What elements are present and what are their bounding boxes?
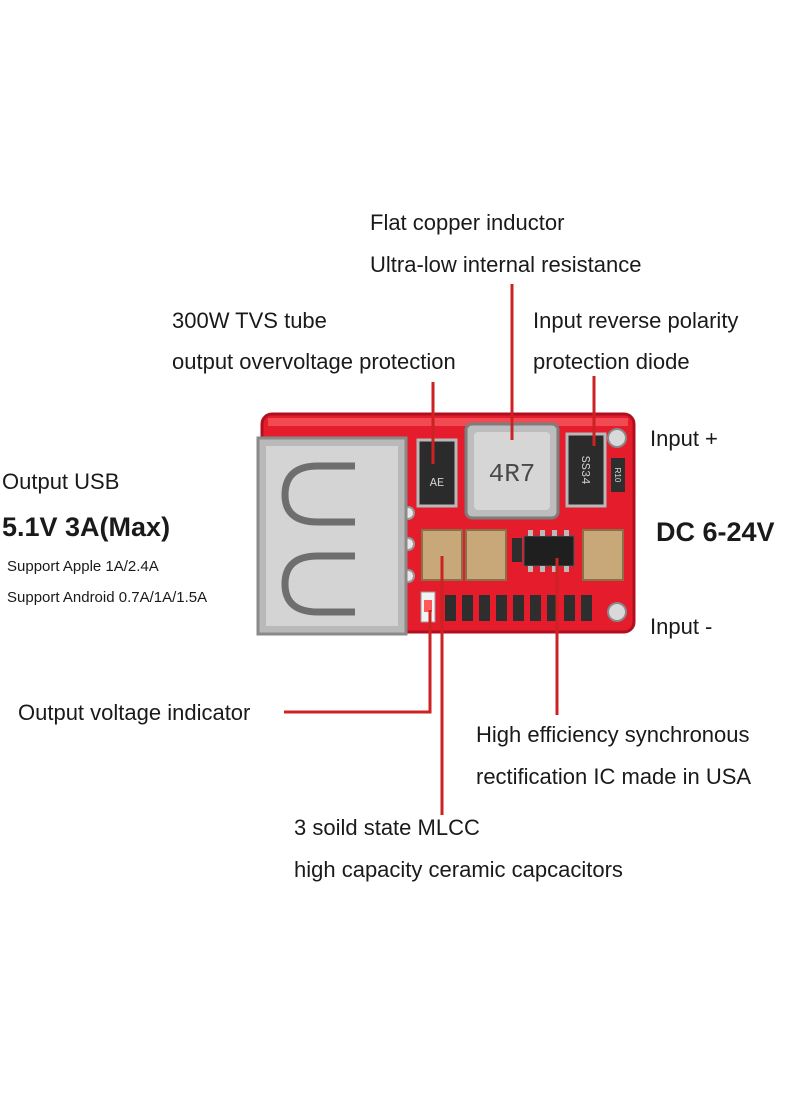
tvs-label-line1: 300W TVS tube <box>172 308 327 333</box>
mlcc-capacitor <box>582 529 624 581</box>
ic-pin <box>552 566 557 572</box>
tvs-label-line2: output overvoltage protection <box>172 349 456 374</box>
diode-label-line1: Input reverse polarity <box>533 308 739 333</box>
resistor-r10 <box>611 458 625 492</box>
smd-resistor <box>513 595 524 621</box>
smd-resistor <box>581 595 592 621</box>
mlcc-label-line1: 3 soild state MLCC <box>294 815 480 840</box>
protection-diode <box>565 432 607 508</box>
resistor-marking: R10 <box>613 468 622 483</box>
ic-pin <box>528 566 533 572</box>
ic-pin <box>540 566 545 572</box>
mlcc-capacitor <box>465 529 507 581</box>
mlcc-label-line2: high capacity ceramic capcacitors <box>294 857 623 882</box>
ic-pin <box>552 530 557 536</box>
smd-resistor <box>496 595 507 621</box>
output-rating-label: 5.1V 3A(Max) <box>2 512 171 542</box>
dc-range-label: DC 6-24V <box>656 517 775 547</box>
smd-resistor <box>547 595 558 621</box>
smd-resistor <box>530 595 541 621</box>
inductor-top <box>474 432 550 510</box>
inductor-label-line1: Flat copper inductor <box>370 210 565 235</box>
sync-rectifier-ic <box>523 535 575 567</box>
tvs-marking: AE <box>430 476 444 490</box>
leader-lines <box>284 284 596 815</box>
support-android-label: Support Android 0.7A/1A/1.5A <box>7 589 208 606</box>
input-plus-pad <box>607 428 627 448</box>
support-apple-label: Support Apple 1A/2.4A <box>7 558 159 575</box>
usb-slot <box>281 462 355 526</box>
smd-resistor <box>479 595 490 621</box>
diode-label-line2: protection diode <box>533 349 690 374</box>
input-minus-pad <box>607 602 627 622</box>
leader-indicator <box>284 610 432 714</box>
ic-pin <box>540 530 545 536</box>
pcb-top-edge <box>268 418 628 426</box>
diode-marking: SS34 <box>578 456 592 485</box>
inductor-marking: 4R7 <box>489 459 536 489</box>
smd-resistor <box>462 595 473 621</box>
ic-label-line1: High efficiency synchronous <box>476 722 750 747</box>
usb-slot <box>281 552 355 616</box>
output-usb-label: Output USB <box>2 469 120 494</box>
input-minus-label: Input - <box>650 614 713 639</box>
input-plus-label: Input + <box>650 426 718 451</box>
inductor-label-line2: Ultra-low internal resistance <box>370 252 642 277</box>
smd-resistor <box>564 595 575 621</box>
tvs-diode <box>416 438 458 508</box>
indicator-label: Output voltage indicator <box>18 700 251 725</box>
ic-pin <box>564 530 569 536</box>
ic-pin <box>564 566 569 572</box>
led-lens <box>424 600 432 612</box>
smd-resistor <box>512 538 522 562</box>
ic-label-line2: rectification IC made in USA <box>476 764 752 789</box>
ic-pin <box>528 530 533 536</box>
smd-resistor <box>445 595 456 621</box>
